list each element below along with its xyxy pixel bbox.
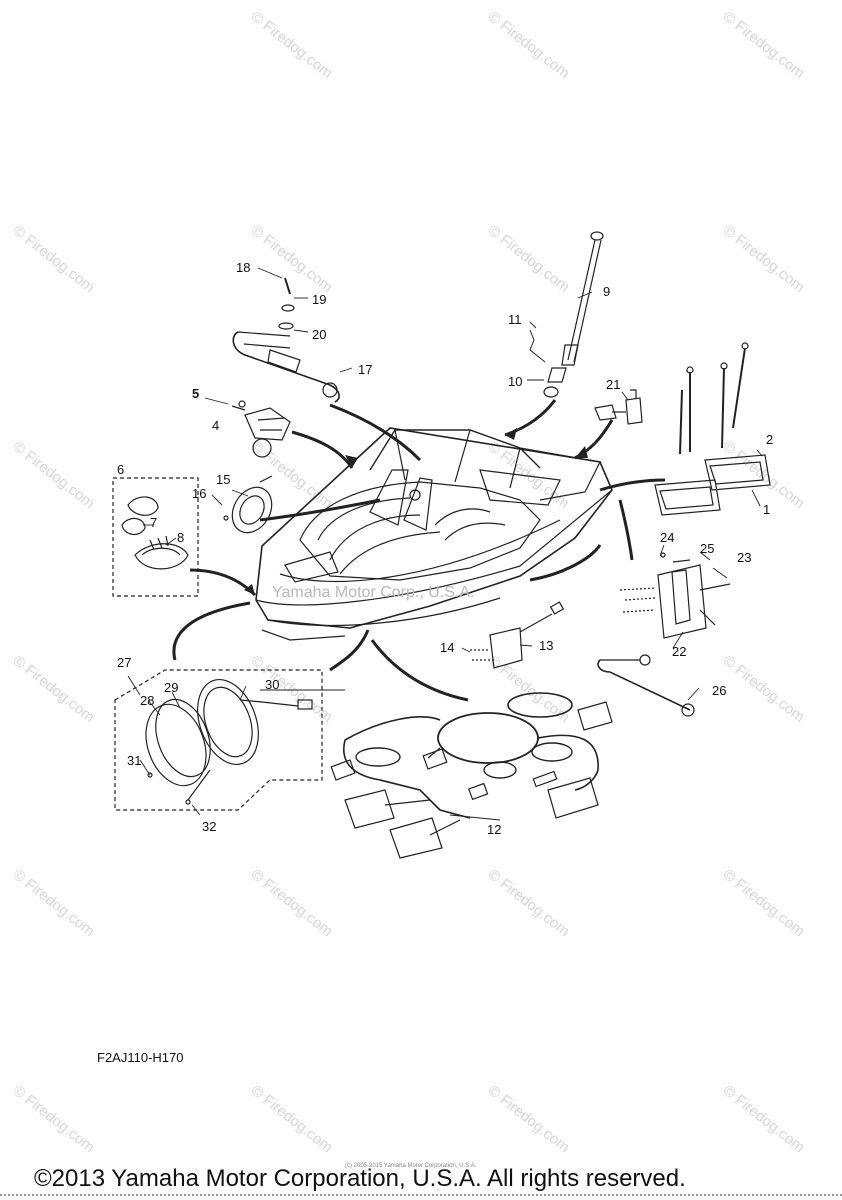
arrow-heads — [244, 428, 588, 595]
cleat — [231, 400, 291, 458]
callout-32: 32 — [202, 819, 217, 834]
bumper-pads — [654, 342, 771, 516]
callout-leaders — [127, 267, 763, 821]
control-box — [619, 552, 731, 639]
callout-22: 22 — [672, 644, 687, 659]
speaker — [223, 475, 273, 534]
callout-10: 10 — [508, 374, 523, 389]
callout-19: 19 — [312, 292, 327, 307]
connector-plate — [470, 601, 565, 669]
callout-20: 20 — [312, 327, 327, 342]
boat-watermark-text: Yamaha Motor Corp., U.S.A. — [272, 584, 475, 601]
bow-handrail — [232, 277, 340, 403]
callout-18: 18 — [236, 260, 251, 275]
nav-light-assembly — [112, 477, 199, 597]
callout-29: 29 — [164, 680, 179, 695]
callout-27: 27 — [117, 655, 132, 670]
callout-6: 6 — [117, 462, 125, 477]
diagram-code: F2AJ110-H170 — [97, 1050, 184, 1065]
callout-23: 23 — [737, 550, 752, 565]
bottom-divider — [0, 1194, 842, 1198]
steering-wheel-assembly — [114, 669, 323, 811]
callout-30: 30 — [265, 677, 280, 692]
callout-16: 16 — [192, 486, 207, 501]
callout-14: 14 — [440, 640, 455, 655]
boat-hull — [255, 427, 613, 641]
callout-1: 1 — [763, 502, 771, 517]
callout-15: 15 — [216, 472, 231, 487]
callout-9: 9 — [603, 284, 611, 299]
callout-24: 24 — [660, 530, 675, 545]
copyright-notice: ©2013 Yamaha Motor Corporation, U.S.A. A… — [34, 1165, 686, 1192]
callout-17: 17 — [358, 362, 373, 377]
callout-21: 21 — [606, 377, 621, 392]
callout-25: 25 — [700, 541, 715, 556]
callout-12: 12 — [487, 822, 502, 837]
battery-cable — [597, 654, 695, 717]
small-copyright: (c) 2005-2015 Yamaha Motor Corporation, … — [345, 1163, 477, 1169]
callout-11: 11 — [508, 312, 522, 327]
callout-31: 31 — [127, 753, 142, 768]
callout-8: 8 — [177, 530, 185, 545]
callout-13: 13 — [539, 638, 554, 653]
leader-arrows — [172, 399, 666, 702]
callout-4: 4 — [212, 418, 220, 433]
callout-5: 5 — [192, 386, 200, 401]
callout-28: 28 — [140, 693, 155, 708]
callout-7: 7 — [150, 515, 158, 530]
mast-assembly — [529, 231, 604, 398]
wiring-harness — [330, 692, 613, 859]
switch — [594, 389, 643, 425]
callout-26: 26 — [712, 683, 727, 698]
callout-2: 2 — [766, 432, 774, 447]
